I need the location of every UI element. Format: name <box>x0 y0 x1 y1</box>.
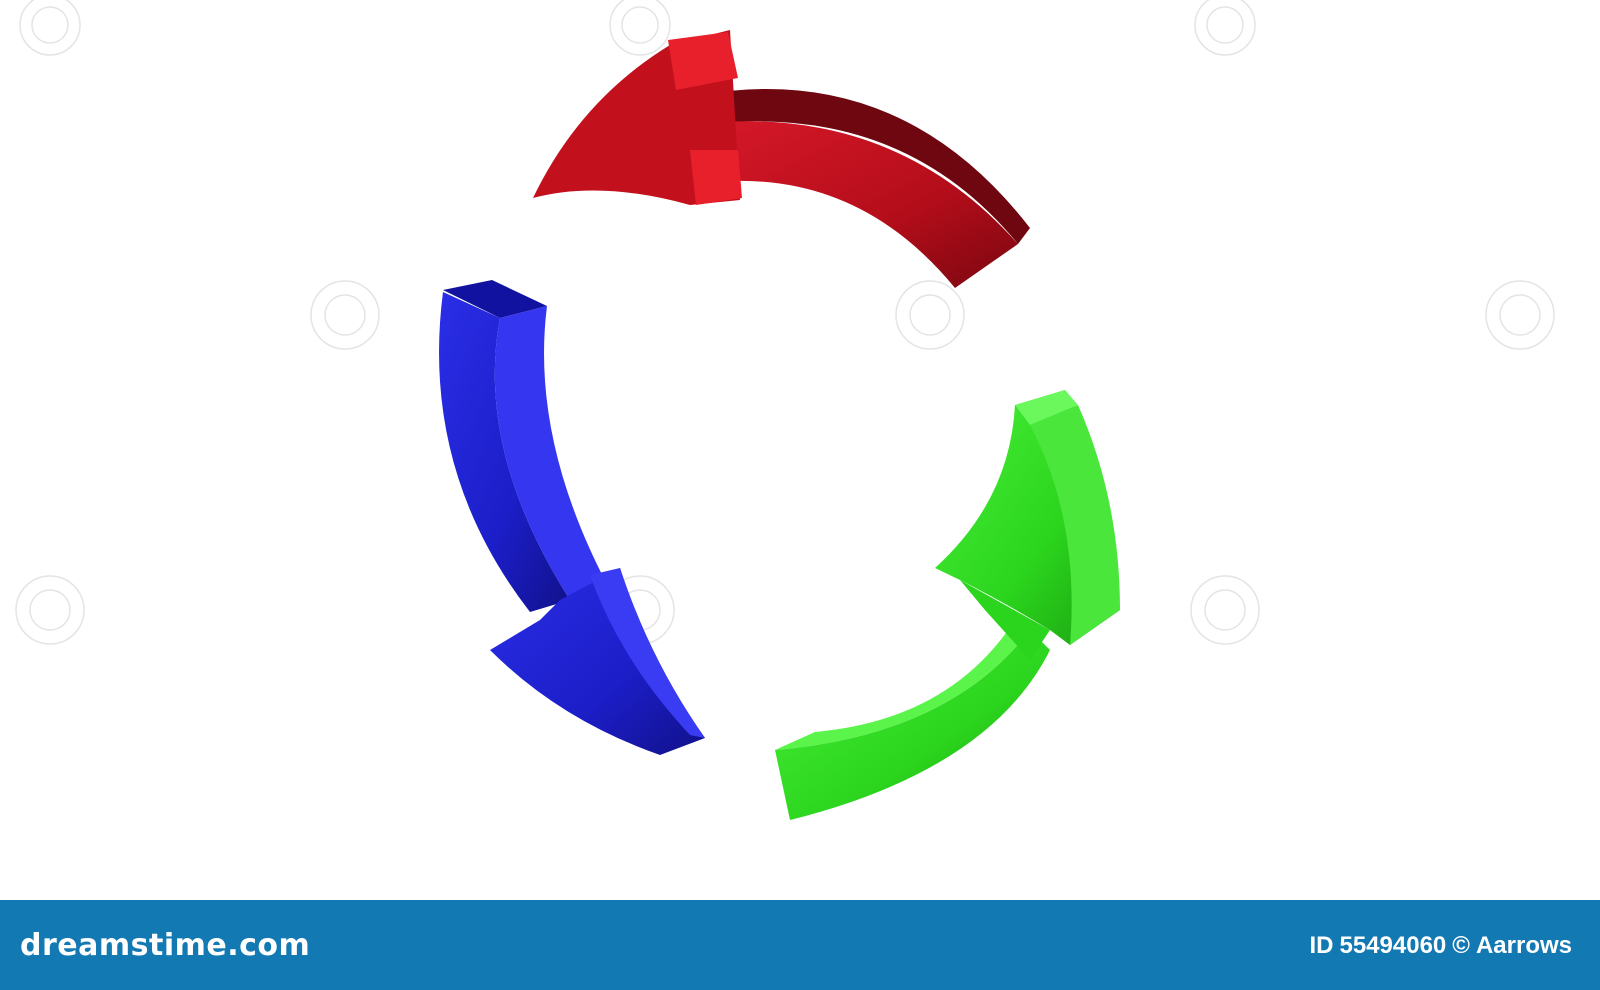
red-arrow <box>533 30 1030 288</box>
arrow-cycle-graphic <box>15 0 1555 820</box>
brand-logo[interactable]: dreamstime.com <box>20 928 311 963</box>
green-arrow <box>775 390 1120 820</box>
author-name[interactable]: Aarrows <box>1475 932 1572 959</box>
copyright-icon: © <box>1452 932 1470 959</box>
blue-arrow <box>439 280 705 755</box>
id-label: ID <box>1309 932 1334 959</box>
watermark <box>15 0 1555 645</box>
id-number: 55494060 <box>1339 932 1447 959</box>
stock-image <box>15 0 1555 820</box>
